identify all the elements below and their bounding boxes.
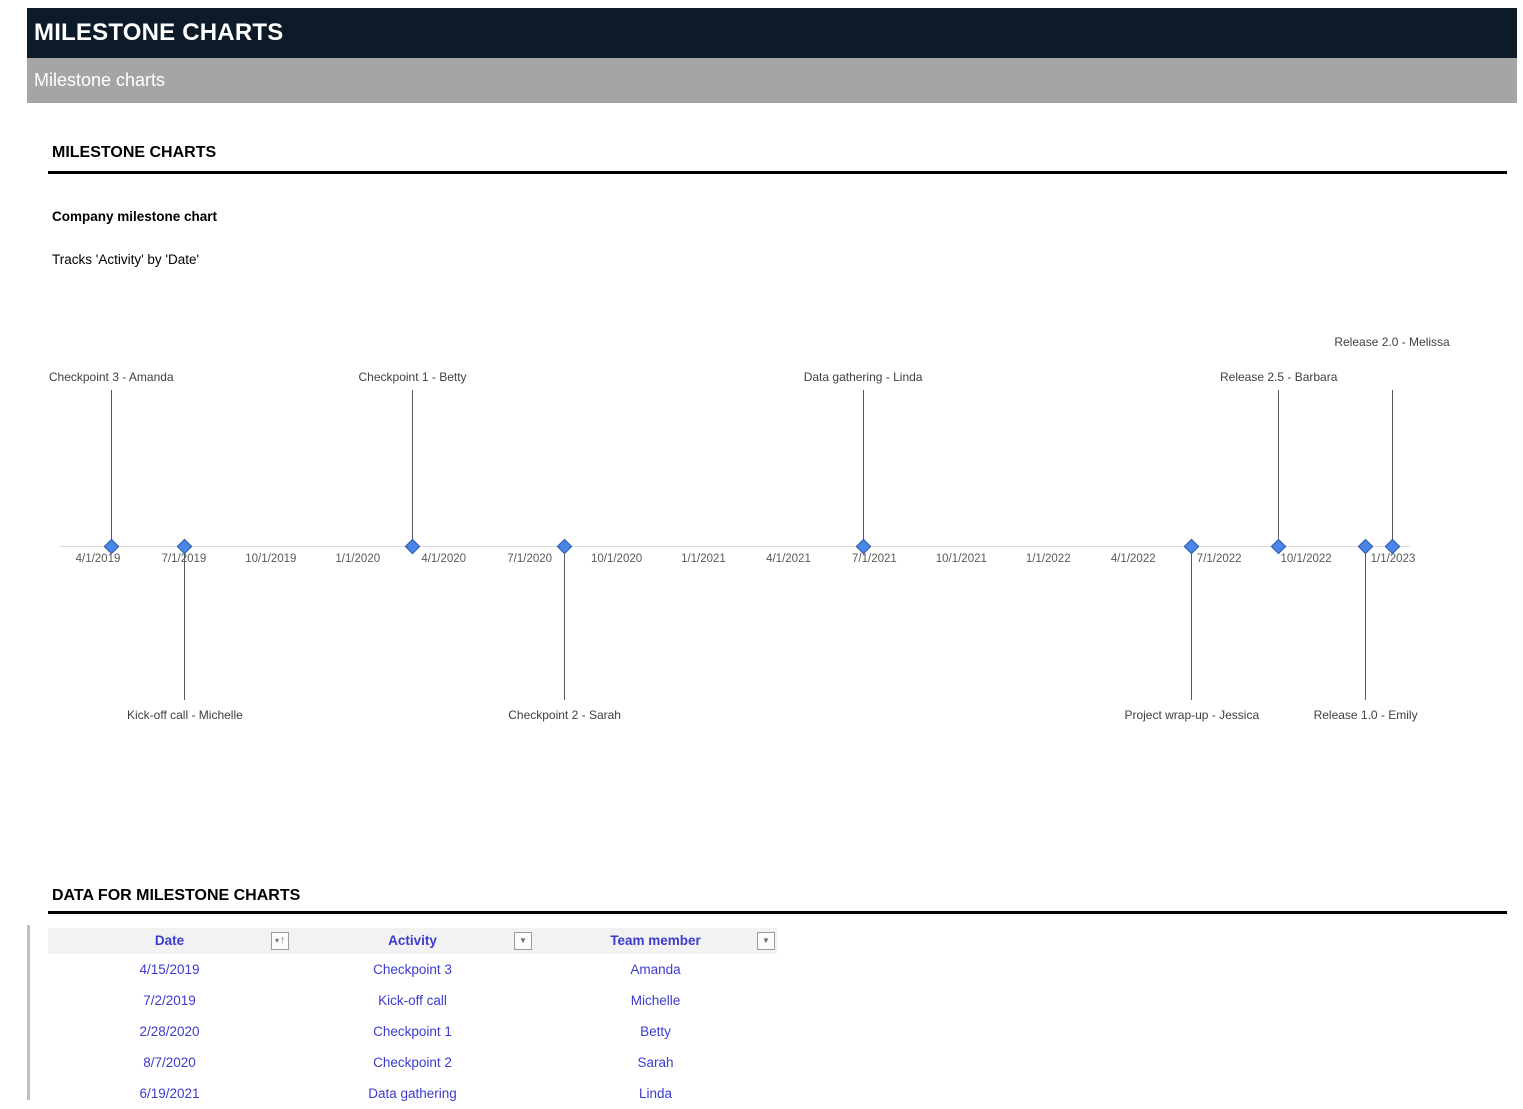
axis-tick-label: 4/1/2019 [75,553,121,565]
milestone-leader-line [1365,552,1367,700]
axis-tick-label: 4/1/2020 [421,553,467,565]
sheet-subtitle: Milestone charts [34,70,166,90]
caret-down-icon: ▾ [274,936,279,945]
milestone-timeline-chart: 4/1/2019 7/1/2019 10/1/2019 1/1/2020 4/1/202… [0,330,1523,750]
table-cell[interactable]: Betty [640,1024,671,1039]
sort-filter-button[interactable]: ▾↑ [271,932,289,950]
milestone-label: Release 1.0 - Emily [1313,708,1418,722]
table-row: 4/15/2019 Checkpoint 3 Amanda [48,954,777,985]
axis-tick-label: 10/1/2020 [590,553,643,565]
milestone-diamond-marker [1184,538,1200,554]
chart-tracks-note: Tracks 'Activity' by 'Date' [52,252,200,267]
table-cell[interactable]: Linda [638,1086,673,1101]
milestone-leader-line [564,552,566,700]
table-header-row: Date ▾↑ Activity ▼ Team member ▼ [48,928,777,954]
milestone-leader-line [412,390,414,540]
table-cell[interactable]: Amanda [630,962,681,977]
chart-name-label: Company milestone chart [52,209,218,224]
milestone-label: Data gathering - Linda [803,370,923,384]
milestone-diamond-marker [404,538,421,554]
milestone-leader-line [862,390,864,540]
table-cell[interactable]: Checkpoint 1 [373,1024,452,1039]
column-header-label: Team member [610,933,701,948]
data-section-heading: DATA FOR MILESTONE CHARTS [52,887,301,904]
chart-section-heading: MILESTONE CHARTS [52,144,217,161]
milestone-diamond-marker [1384,538,1400,554]
table-cell[interactable]: Sarah [637,1055,674,1070]
milestone-diamond-marker [177,538,193,554]
data-section-divider [48,911,1507,914]
axis-tick-label: 1/1/2020 [335,553,381,565]
milestone-diamond-marker [1270,538,1287,554]
milestone-leader-line [110,390,112,540]
axis-tick-label: 4/1/2021 [766,553,811,565]
milestone-label: Release 2.0 - Melissa [1334,335,1450,349]
sheet-subtitle-bar: Milestone charts [27,58,1517,103]
column-header-activity[interactable]: Activity ▼ [291,928,534,954]
axis-tick-label: 10/1/2021 [935,553,987,565]
milestone-label: Checkpoint 3 - Amanda [48,370,174,384]
table-cell[interactable]: 6/19/2021 [139,1086,200,1101]
filter-dropdown-button[interactable]: ▼ [757,932,775,950]
filter-dropdown-button[interactable]: ▼ [514,932,532,950]
table-cell[interactable]: 8/7/2020 [143,1055,196,1070]
axis-tick-label: 1/1/2023 [1370,553,1416,565]
milestone-leader-line [184,552,186,700]
table-row: 6/19/2021 Data gathering Linda [48,1078,777,1109]
column-header-team-member[interactable]: Team member ▼ [534,928,777,954]
milestone-diamond-marker [855,538,871,554]
milestone-diamond-marker [1357,538,1374,554]
table-cell[interactable]: Data gathering [368,1086,457,1101]
axis-tick-label: 10/1/2019 [245,553,297,565]
table-cell[interactable]: 2/28/2020 [139,1024,200,1039]
arrow-up-icon: ↑ [280,935,285,946]
table-cell[interactable]: Kick-off call [378,993,447,1008]
caret-down-icon: ▼ [519,936,527,945]
table-cell[interactable]: 4/15/2019 [139,962,200,977]
table-cell[interactable]: Checkpoint 2 [373,1055,452,1070]
milestone-label: Kick-off call - Michelle [126,708,243,722]
column-header-label: Date [154,933,185,948]
axis-tick-label: 1/1/2021 [681,553,726,565]
milestone-label: Checkpoint 2 - Sarah [508,708,621,722]
caret-down-icon: ▼ [762,936,770,945]
axis-tick-label: 10/1/2022 [1280,553,1332,565]
milestone-leader-line [1278,390,1280,540]
milestone-label: Project wrap-up - Jessica [1124,708,1260,722]
table-cell[interactable]: 7/2/2019 [143,993,196,1008]
axis-tick-label: 1/1/2022 [1025,553,1071,565]
table-row: 7/2/2019 Kick-off call Michelle [48,985,777,1016]
milestone-label: Release 2.5 - Barbara [1220,370,1338,384]
milestone-label: Checkpoint 1 - Betty [358,370,467,384]
app-title-bar: MILESTONE CHARTS [27,8,1517,58]
axis-tick-label: 7/1/2021 [852,553,897,565]
app-title: MILESTONE CHARTS [34,19,284,46]
axis-tick-label: 7/1/2022 [1196,553,1242,565]
table-cell[interactable]: Checkpoint 3 [373,962,452,977]
column-header-label: Activity [388,933,437,948]
axis-tick-label: 7/1/2019 [139,553,229,565]
milestone-diamond-marker [103,538,119,554]
table-cell[interactable]: Michelle [630,993,681,1008]
vertical-scrollbar[interactable] [27,925,30,1100]
column-header-date[interactable]: Date ▾↑ [48,928,291,954]
milestone-leader-line [1191,552,1193,700]
axis-tick-label: 4/1/2022 [1110,553,1156,565]
table-row: 2/28/2020 Checkpoint 1 Betty [48,1016,777,1047]
timeline-axis [60,545,1410,547]
table-body: 4/15/2019 Checkpoint 3 Amanda 7/2/2019 Kick-… [48,954,777,1109]
table-row: 8/7/2020 Checkpoint 2 Sarah [48,1047,777,1078]
chart-section-divider [48,171,1507,174]
milestone-leader-line [1391,390,1393,540]
axis-tick-label: 7/1/2020 [507,553,553,565]
milestone-diamond-marker [556,538,573,554]
